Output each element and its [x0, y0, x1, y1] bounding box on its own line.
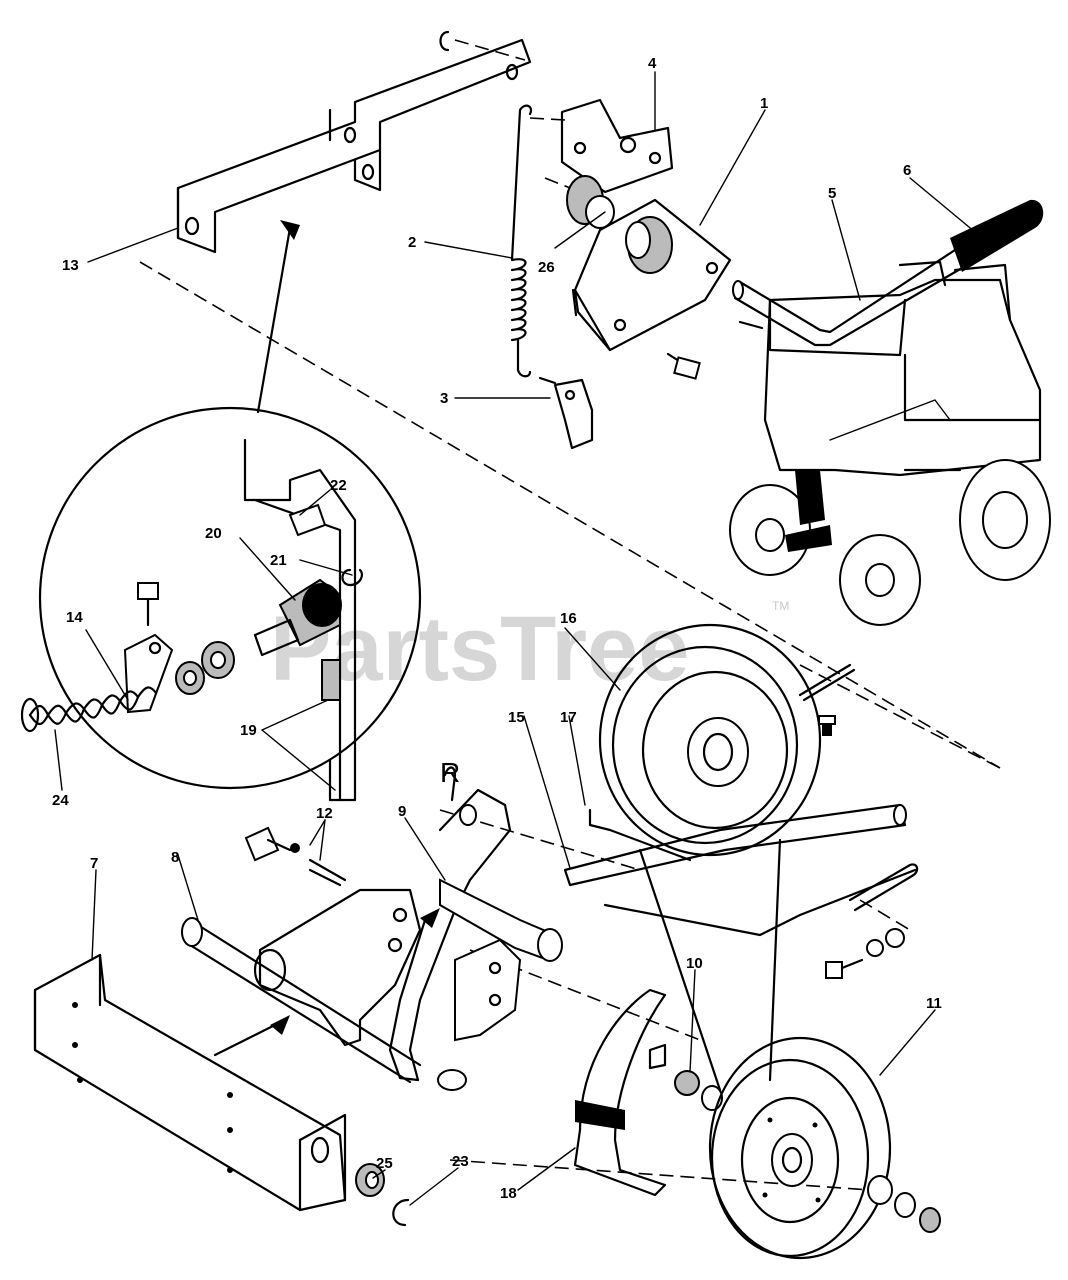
callout-8: 8 — [171, 849, 179, 866]
callout-1: 1 — [760, 95, 768, 112]
assembly-line-hub — [449, 1159, 871, 1191]
part-26-bushing — [566, 175, 615, 229]
part-9-arm — [388, 766, 563, 1082]
callout-6: 6 — [903, 162, 911, 179]
callout-11: 11 — [926, 995, 942, 1012]
part-6-handle-grip — [950, 199, 1044, 272]
part-4-plate — [560, 98, 674, 194]
callout-13: 13 — [62, 257, 79, 274]
callout-19: 19 — [240, 722, 257, 739]
callout-15: 15 — [508, 709, 525, 726]
part-3-small-bracket — [538, 376, 594, 450]
assembly-line-main — [139, 261, 1001, 769]
callout-10: 10 — [686, 955, 703, 972]
assembly-line-washers — [859, 899, 911, 931]
callout-5: 5 — [828, 185, 836, 202]
callout-16: 16 — [560, 610, 577, 627]
detail-inset — [20, 220, 422, 802]
callout-14: 14 — [66, 609, 83, 626]
part-16-pulley — [598, 623, 822, 857]
pin-and-bolt — [798, 663, 856, 736]
part-2-spring-rod — [510, 104, 533, 378]
callout-23: 23 — [452, 1153, 469, 1170]
callout-18: 18 — [500, 1185, 517, 1202]
assembly-line-spring — [529, 117, 566, 121]
tractor-illustration — [729, 260, 1051, 626]
callout-7: 7 — [90, 855, 98, 872]
assembly-line-pin — [799, 664, 1001, 769]
assembly-line-clip — [454, 39, 526, 61]
watermark-trademark: TM — [772, 599, 789, 613]
part-5-handle-rod — [732, 248, 964, 347]
part-7-base-bracket — [33, 953, 347, 1212]
callout-20: 20 — [205, 525, 222, 542]
callout-21: 21 — [270, 552, 287, 569]
callout-2: 2 — [408, 234, 416, 251]
callout-labels: 13 2 3 4 1 5 6 26 14 20 21 22 19 24 16 1… — [52, 55, 942, 1202]
v-belt — [638, 838, 782, 1092]
callout-3: 3 — [440, 390, 448, 407]
hairpin-r-symbol: R — [440, 757, 460, 788]
callout-25: 25 — [376, 1155, 393, 1172]
callout-12: 12 — [316, 805, 333, 822]
part-23-clip — [392, 1198, 410, 1227]
part-15-rod — [563, 803, 917, 937]
callout-17: 17 — [560, 709, 577, 726]
part-8-shaft — [181, 888, 522, 1091]
part-12-bolt-spring — [244, 826, 347, 887]
part-13-bracket — [176, 30, 532, 254]
part-10-spacer — [674, 1070, 723, 1111]
leader-lines — [54, 71, 976, 1206]
part-11-pulley — [708, 1036, 892, 1260]
part-1-lever-plate — [571, 198, 732, 380]
callout-24: 24 — [52, 792, 69, 809]
bolt-washer-set-upper — [825, 928, 905, 979]
bolt-washer-set-lower — [867, 1175, 941, 1233]
callout-9: 9 — [398, 803, 406, 820]
part-25-washer — [355, 1163, 385, 1197]
callout-26: 26 — [538, 259, 555, 276]
hairpin-pin — [848, 863, 919, 912]
callout-4: 4 — [648, 55, 657, 72]
callout-22: 22 — [330, 477, 347, 494]
part-18-belt-guard — [573, 988, 667, 1197]
